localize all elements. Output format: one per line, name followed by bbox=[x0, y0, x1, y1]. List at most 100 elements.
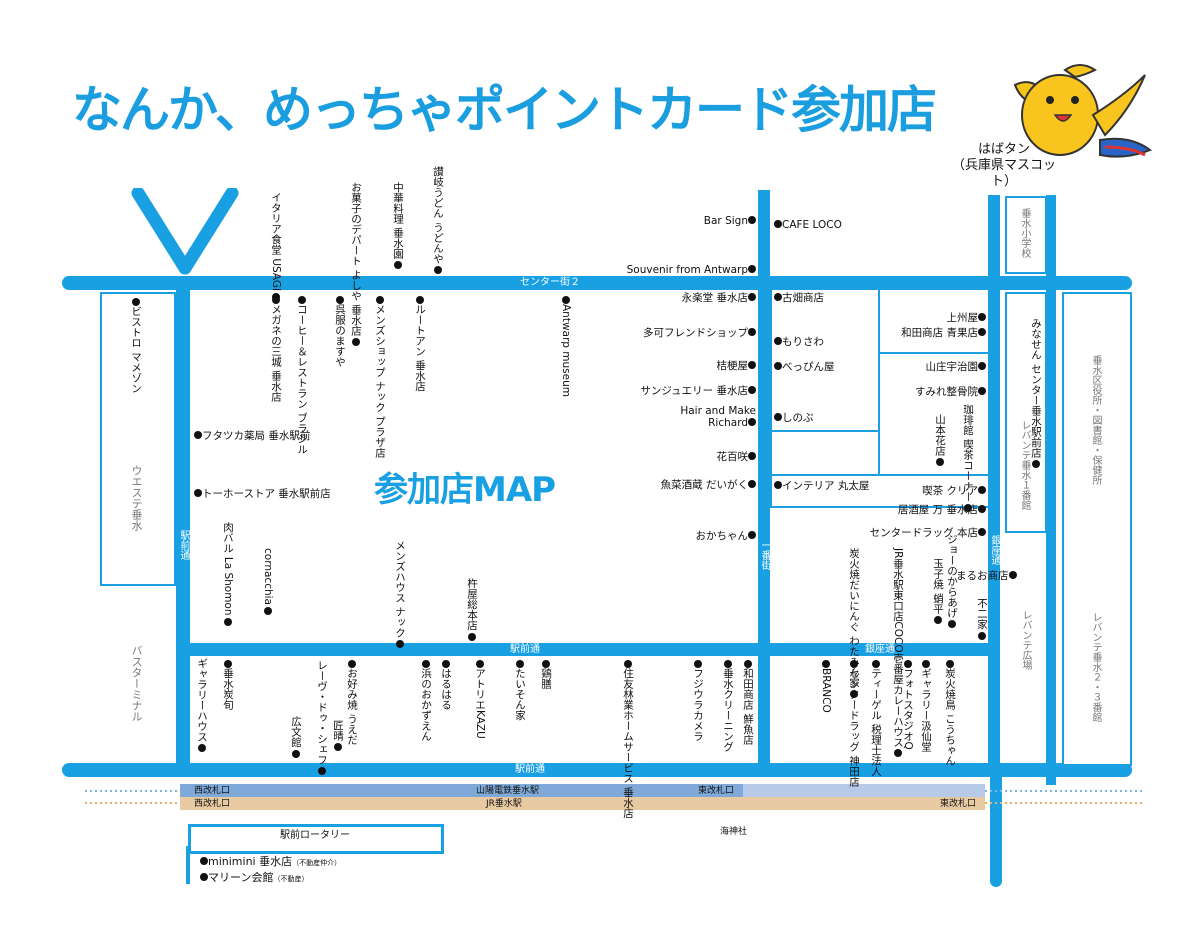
block-line bbox=[878, 352, 988, 354]
shop-hanahyakusaki[interactable]: 花百咲 bbox=[640, 451, 756, 463]
road-label-ekimae-bottom: 駅前通 bbox=[515, 764, 545, 775]
shop-coffee-kan[interactable]: 珈琲館 喫茶コーナー bbox=[962, 404, 974, 512]
shop-torizen[interactable]: 鶏膳 bbox=[540, 658, 552, 689]
shop-mens-house-nack[interactable]: メンズハウス ナック bbox=[394, 540, 406, 648]
shop-nikubar[interactable]: 肉バル La Shomon bbox=[222, 522, 234, 634]
shop-joe-karaage[interactable]: ジョーのからあげ bbox=[946, 534, 958, 628]
shop-marker-icon bbox=[476, 660, 484, 668]
shop-sumitomo-home[interactable]: 住友林業ホームサービス 垂水店 bbox=[622, 658, 634, 818]
rail-jr-station: JR垂水駅 bbox=[486, 799, 522, 809]
shop-cornacchia[interactable]: cornacchia bbox=[262, 548, 274, 615]
shop-marker-icon bbox=[774, 481, 782, 489]
area-lepante1 bbox=[1005, 292, 1047, 533]
shop-gallery-kyusendo[interactable]: ギャラリー汲仙堂 bbox=[920, 658, 932, 752]
shop-marker-icon bbox=[416, 296, 424, 304]
shop-megane[interactable]: メガネの三城 垂水店 bbox=[270, 294, 282, 402]
shop-marker-icon bbox=[774, 293, 782, 301]
shop-toho-store[interactable]: トーホーストア 垂水駅前店 bbox=[194, 488, 331, 500]
shop-marker-icon bbox=[978, 631, 986, 640]
shop-marker-icon bbox=[978, 387, 986, 395]
shop-marker-icon bbox=[894, 749, 902, 758]
shop-marker-icon bbox=[936, 458, 944, 466]
shop-sumire[interactable]: すみれ整骨院 bbox=[880, 386, 986, 398]
shop-tarumi-sumishun[interactable]: 垂水炭旬 bbox=[222, 658, 234, 710]
shop-marker-icon bbox=[624, 660, 632, 668]
shop-tiegel[interactable]: ティーゲル 税理士法人 bbox=[870, 658, 882, 776]
shop-marker-icon bbox=[748, 328, 756, 336]
shop-udonya[interactable]: 讃岐うどん うどんや bbox=[432, 166, 444, 274]
shop-izakaya-yorozu[interactable]: 居酒屋 万 垂水店 bbox=[870, 504, 986, 516]
shop-marker-icon bbox=[748, 480, 756, 488]
shop-watamin[interactable]: 炭火焼だいにんぐ わたみん家 bbox=[848, 548, 860, 698]
shop-coco-ichibanya[interactable]: JR垂水駅東口店COCO壱番屋カレーハウス bbox=[892, 548, 904, 758]
shop-souvenir-antwarp[interactable]: Souvenir from Antwarp bbox=[586, 264, 756, 276]
shop-daigaku[interactable]: 魚菜酒蔵 だいがく bbox=[620, 479, 756, 491]
shop-cafe-loco[interactable]: CAFE LOCO bbox=[774, 219, 842, 231]
shop-kissa-clear[interactable]: 喫茶 クリア bbox=[880, 485, 986, 497]
road-label-ekimae-middle: 駅前通 bbox=[510, 644, 540, 655]
shop-reve-de-chef[interactable]: レーヴ・ドゥ・シェフ bbox=[316, 660, 328, 775]
shop-joshuya[interactable]: 上州屋 bbox=[880, 312, 986, 324]
shop-minimini[interactable]: minimini 垂水店（不動産仲介） bbox=[200, 856, 341, 869]
shop-maruo[interactable]: まるお商店 bbox=[956, 570, 1017, 582]
shop-futatsuka[interactable]: フタツカ薬局 垂水駅前 bbox=[194, 430, 310, 442]
shop-kineya[interactable]: 杵屋総本店 bbox=[466, 578, 478, 641]
shop-tarumi-cleaning[interactable]: 垂水クリーニング bbox=[722, 658, 734, 752]
shop-marker-icon bbox=[200, 857, 208, 865]
shop-center-drug-kanda[interactable]: センタードラッグ 神田店 bbox=[848, 658, 860, 787]
shop-marine-kaikan[interactable]: マリーン会館（不動産） bbox=[200, 872, 308, 885]
shop-wada-seika[interactable]: 和田商店 青果店 bbox=[880, 327, 986, 339]
shop-haruharu[interactable]: はるはる bbox=[440, 658, 452, 710]
shop-yamasho-ujien[interactable]: 山庄宇治園 bbox=[880, 361, 986, 373]
shop-eirakudo[interactable]: 永楽堂 垂水店 bbox=[640, 292, 756, 304]
shop-atelier-kazu[interactable]: アトリエKAZU bbox=[474, 658, 486, 739]
shop-brazil[interactable]: コーヒー＆レストラン ブラジル bbox=[296, 294, 308, 454]
shop-sunjewelry[interactable]: サンジュエリー 垂水店 bbox=[620, 385, 756, 397]
shop-masuya[interactable]: 呉服のますや bbox=[334, 294, 346, 367]
shop-minasen[interactable]: みなせん センター垂水駅前店 bbox=[1030, 318, 1042, 478]
shop-tarumien[interactable]: 中華料理 垂水園 bbox=[392, 182, 404, 269]
shop-marker-icon bbox=[748, 216, 756, 224]
area-label-school: 垂水小学校 bbox=[1019, 208, 1030, 258]
shop-nack-plaza[interactable]: メンズショップ ナック プラザ店 bbox=[374, 294, 386, 458]
shop-marker-icon bbox=[964, 503, 972, 512]
shop-shinobu[interactable]: しのぶ bbox=[774, 412, 814, 424]
rail-sanyo-west-gate: 西改札口 bbox=[194, 786, 231, 796]
shop-gallery-house[interactable]: ギャラリーハウス bbox=[196, 658, 208, 752]
shop-usagi[interactable]: イタリア食堂 USAGI bbox=[270, 192, 282, 302]
shop-center-drug-main[interactable]: センタードラッグ 本店 bbox=[850, 527, 986, 539]
area-label-lepante23: レバンテ垂水２・３番館 bbox=[1090, 612, 1101, 722]
shop-fujiura-camera[interactable]: フジウラカメラ bbox=[692, 658, 704, 742]
shop-wada-sengyo[interactable]: 和田商店 鮮魚店 bbox=[742, 658, 754, 748]
shop-marutaya[interactable]: インテリア 丸太屋 bbox=[774, 480, 869, 492]
shop-fujiya[interactable]: 不二家 bbox=[976, 598, 988, 640]
shop-okonomiyaki-ueda[interactable]: お好み焼 うえだ bbox=[346, 658, 358, 750]
shop-taisonya[interactable]: たいそん家 bbox=[514, 658, 526, 721]
shop-antwarp-museum[interactable]: Antwarp museum bbox=[560, 294, 572, 397]
shop-yamamoto-flower[interactable]: 山本花店 bbox=[934, 414, 946, 466]
shop-taka-friend[interactable]: 多可フレンドショップ bbox=[620, 327, 756, 339]
shop-takumi[interactable]: 匠晴 bbox=[332, 720, 344, 751]
shop-takohira[interactable]: 玉子焼 蛸平 bbox=[932, 558, 944, 624]
shop-marker-icon bbox=[978, 362, 986, 370]
block-line bbox=[770, 290, 772, 508]
shop-bar-sign[interactable]: Bar Sign bbox=[640, 215, 756, 227]
road-ekimae-vertical bbox=[176, 276, 190, 776]
shop-bistro-mamezon[interactable]: ビストロ マメゾン bbox=[130, 296, 142, 393]
road-far-right-vertical bbox=[1046, 195, 1056, 785]
shop-rootan[interactable]: ルートアン 垂水店 bbox=[414, 294, 426, 391]
shop-hama-no-okazuen[interactable]: 浜のおかずえん bbox=[420, 658, 432, 742]
road-east-edge-vertical bbox=[990, 775, 1002, 887]
shop-okachan[interactable]: おかちゃん bbox=[640, 530, 756, 542]
shop-morisawa[interactable]: もりさわ bbox=[774, 336, 824, 348]
shop-furuhata[interactable]: 古畑商店 bbox=[774, 292, 824, 304]
shop-yoshiya[interactable]: お菓子のデパート よしや 垂水店 bbox=[350, 182, 362, 346]
shop-marker-icon bbox=[748, 361, 756, 369]
shop-branco[interactable]: BRANCO bbox=[820, 658, 832, 713]
shop-kobunkan[interactable]: 広文館 bbox=[290, 716, 302, 758]
shop-kouchan[interactable]: 炭火焼鳥 こうちゃん bbox=[944, 658, 956, 766]
shop-photo-studio-q[interactable]: フォトスタジオQ bbox=[902, 658, 914, 750]
shop-kikyoya[interactable]: 桔梗屋 bbox=[640, 360, 756, 372]
shop-beppinya[interactable]: べっぴん屋 bbox=[774, 361, 835, 373]
